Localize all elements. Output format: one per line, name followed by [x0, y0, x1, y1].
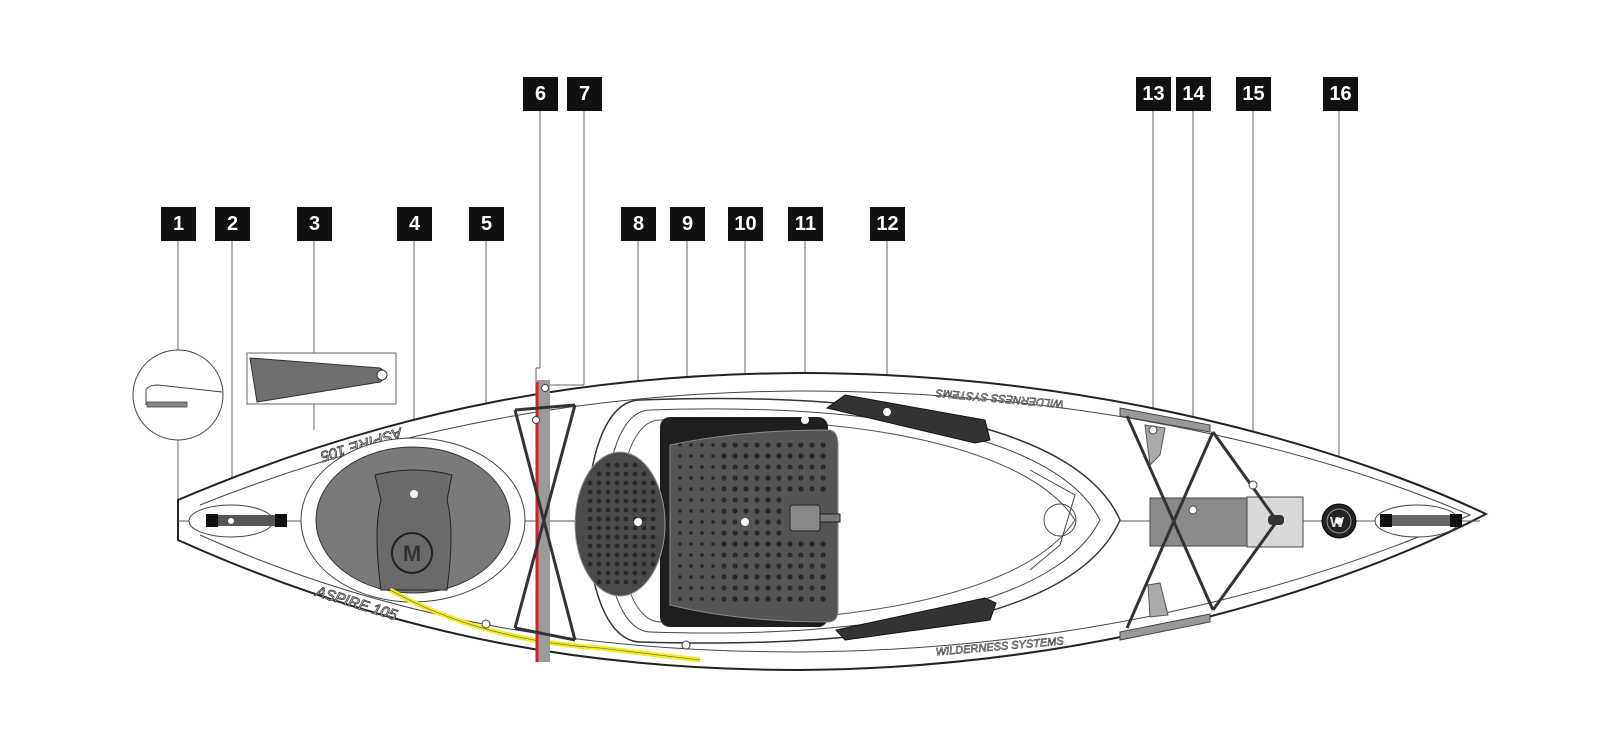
callout-3: 3	[297, 207, 332, 241]
callout-4: 4	[397, 207, 432, 241]
callout-8: 8	[621, 207, 656, 241]
bulkhead-inset	[246, 352, 397, 405]
callout-7: 7	[567, 77, 602, 111]
rear-carry-handle	[1374, 504, 1462, 538]
hatch-logo: M	[403, 541, 421, 566]
callout-5: 5	[469, 207, 504, 241]
logo-medallion: W	[1321, 503, 1357, 539]
callout-10: 10	[728, 207, 763, 241]
callout-9: 9	[670, 207, 705, 241]
callout-11: 11	[788, 207, 823, 241]
thigh-brace-detail	[1029, 469, 1077, 571]
seat-back-pad	[574, 451, 666, 597]
front-bungee	[513, 403, 577, 642]
front-hatch: M	[300, 437, 526, 603]
deck-line	[199, 390, 1472, 653]
foot-braces	[825, 394, 997, 641]
callout-13: 13	[1136, 77, 1171, 111]
rear-bungee	[1125, 415, 1279, 629]
seat	[574, 416, 841, 650]
callout-14: 14	[1176, 77, 1211, 111]
front-carry-handle	[188, 504, 287, 538]
callout-1: 1	[161, 207, 196, 241]
rear-rails	[1119, 407, 1211, 641]
callout-2: 2	[215, 207, 250, 241]
seat-adjust-buckle	[789, 504, 821, 532]
callout-16: 16	[1323, 77, 1358, 111]
seat-texture	[587, 442, 826, 602]
callout-6: 6	[523, 77, 558, 111]
callout-15: 15	[1236, 77, 1271, 111]
bow-detail-inset	[132, 349, 224, 441]
callout-12: 12	[870, 207, 905, 241]
